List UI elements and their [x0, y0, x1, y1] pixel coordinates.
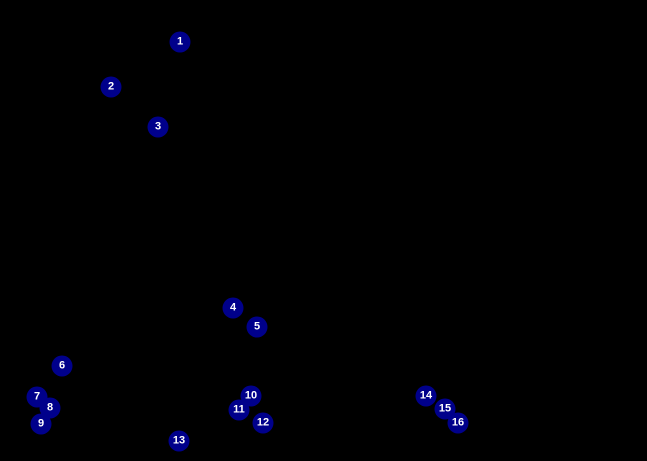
map-marker-1[interactable]: 1	[169, 31, 191, 53]
map-marker-16[interactable]: 16	[447, 412, 469, 434]
map-marker-9[interactable]: 9	[30, 413, 52, 435]
map-marker-11[interactable]: 11	[228, 399, 250, 421]
map-marker-8[interactable]: 8	[39, 397, 61, 419]
map-marker-14[interactable]: 14	[415, 385, 437, 407]
map-marker-5[interactable]: 5	[246, 316, 268, 338]
map-marker-3[interactable]: 3	[147, 116, 169, 138]
map-marker-13[interactable]: 13	[168, 430, 190, 452]
map-marker-2[interactable]: 2	[100, 76, 122, 98]
map-marker-4[interactable]: 4	[222, 297, 244, 319]
map-marker-12[interactable]: 12	[252, 412, 274, 434]
map-marker-6[interactable]: 6	[51, 355, 73, 377]
